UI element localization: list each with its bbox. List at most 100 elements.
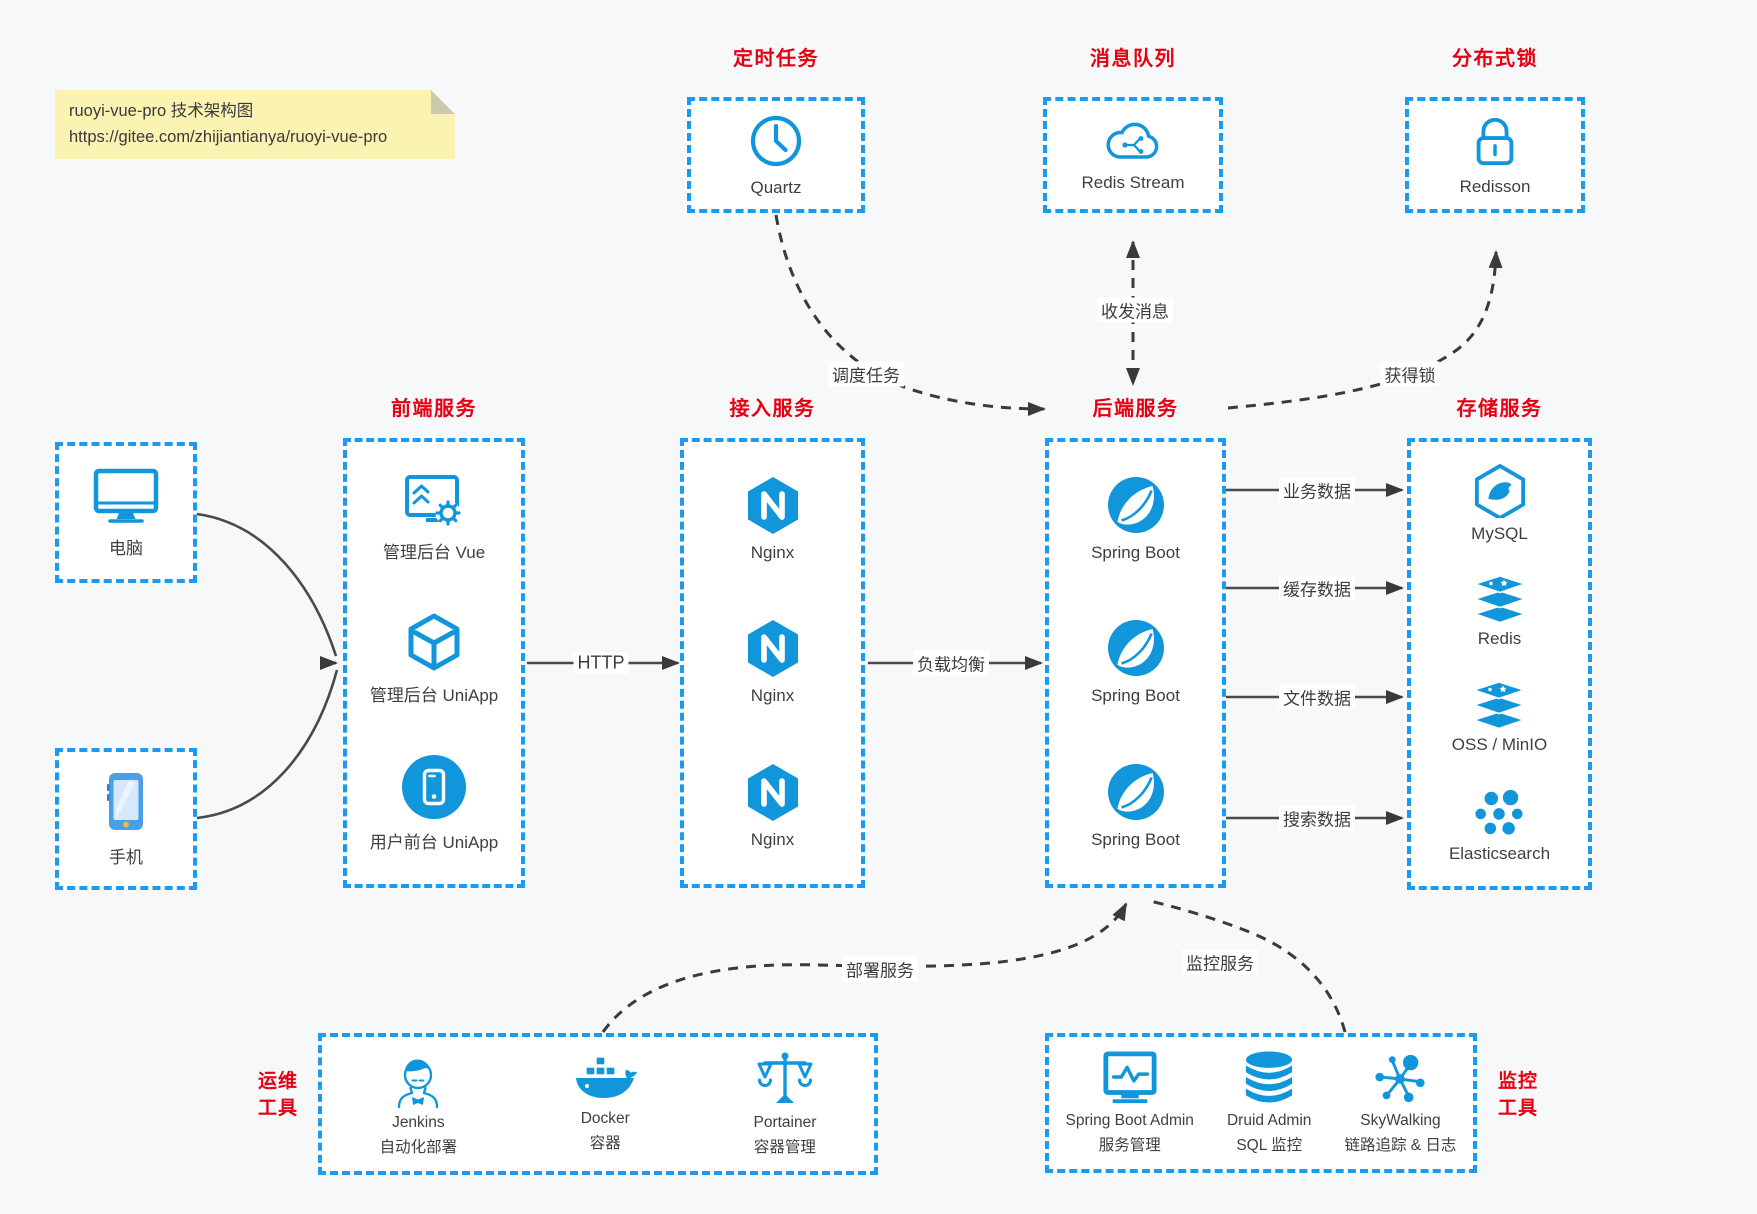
node-label: Nginx (750, 686, 795, 706)
redis-icon (1471, 575, 1528, 624)
tool-name: SkyWalking (1360, 1112, 1441, 1129)
node-redis: Redis (1471, 575, 1529, 649)
edge-label-business-data: 业务数据 (1279, 477, 1355, 503)
ops-tools-side-label: 运维 工具 (246, 1068, 310, 1122)
side-label-line: 工具 (257, 1098, 298, 1119)
cloud-mq-icon (1106, 122, 1159, 159)
node-nginx-1: Nginx (744, 476, 802, 563)
group-title: 分布式锁 (1452, 48, 1538, 70)
node-label: OSS / MinIO (1451, 734, 1548, 754)
spring-icon (1107, 477, 1164, 534)
gateway-box: Nginx Nginx Nginx (680, 438, 865, 888)
sticky-note: ruoyi-vue-pro 技术架构图 https://gitee.com/zh… (55, 90, 455, 160)
node-label: Spring Boot (1091, 686, 1180, 706)
column-title: 后端服务 (1092, 398, 1179, 420)
user-app-icon (401, 755, 466, 820)
skywalking-icon (1375, 1054, 1426, 1103)
node-label: 手机 (109, 847, 143, 867)
node-elasticsearch: Elasticsearch (1449, 786, 1550, 864)
tool-desc: 链路追踪 & 日志 (1344, 1137, 1457, 1154)
node-label: Redisson (1459, 176, 1531, 196)
column-title: 存储服务 (1456, 398, 1543, 420)
node-label: Spring Boot (1091, 543, 1180, 563)
redis-stream-node: Redis Stream (1043, 97, 1223, 213)
edge-label-load-balance: 负载均衡 (913, 650, 989, 676)
side-label-line: 工具 (1497, 1098, 1538, 1119)
node-label: Spring Boot (1091, 829, 1180, 849)
ops-tools-box: Jenkins 自动化部署 Docker 容器 P (318, 1033, 878, 1175)
tool-desc: 自动化部署 (379, 1139, 458, 1156)
sba-icon (1103, 1051, 1157, 1104)
node-label: Redis (1477, 629, 1522, 649)
node-springboot-admin: Spring Boot Admin 服务管理 (1066, 1050, 1194, 1156)
docker-icon (576, 1056, 638, 1098)
desktop-icon (93, 468, 159, 523)
group-message-queue: 消息队列 Redis Stream (1043, 46, 1223, 213)
node-druid-admin: Druid Admin SQL 监控 (1227, 1050, 1311, 1156)
connector-pc-to-frontend (196, 512, 338, 657)
monitor-tools-box: Spring Boot Admin 服务管理 Druid Admin SQL 监… (1045, 1033, 1477, 1173)
client-pc-node: 电脑 (55, 442, 197, 583)
connector-acquire-lock (1227, 250, 1503, 410)
group-title: 消息队列 (1090, 48, 1176, 70)
column-title: 前端服务 (391, 398, 477, 420)
elasticsearch-icon (1473, 788, 1526, 837)
oss-icon (1471, 680, 1528, 729)
tool-name: Jenkins (392, 1114, 445, 1131)
group-title: 定时任务 (733, 48, 819, 70)
node-label: Nginx (750, 829, 795, 849)
node-label: Elasticsearch (1448, 844, 1551, 864)
node-nginx-3: Nginx (744, 763, 802, 850)
connector-phone-to-frontend (196, 669, 339, 820)
tool-desc: SQL 监控 (1236, 1137, 1303, 1154)
edge-label-monitor: 监控服务 (1182, 949, 1258, 975)
edge-label-message: 收发消息 (1097, 297, 1173, 323)
node-skywalking: SkyWalking 链路追踪 & 日志 (1344, 1050, 1456, 1156)
node-docker: Docker 容器 (572, 1054, 638, 1154)
node-admin-vue: 管理后台 Vue (383, 473, 485, 563)
node-nginx-2: Nginx (744, 619, 802, 706)
node-oss-minio: OSS / MinIO (1451, 680, 1548, 755)
node-springboot-2: Spring Boot (1091, 619, 1180, 706)
tool-name: Spring Boot Admin (1065, 1112, 1194, 1129)
column-storage: 存储服务 MySQL Redis (1407, 396, 1592, 890)
client-phone-node: 手机 (55, 748, 197, 890)
smartphone-icon (107, 772, 143, 830)
node-label: Quartz (750, 177, 802, 197)
monitor-tools-side-label: 监控 工具 (1486, 1068, 1550, 1122)
column-backend: 后端服务 Spring Boot Spring Boot (1045, 396, 1226, 888)
quartz-node: Quartz (687, 97, 865, 213)
node-jenkins: Jenkins 自动化部署 (379, 1050, 458, 1158)
node-label: MySQL (1471, 523, 1528, 543)
node-springboot-1: Spring Boot (1091, 476, 1180, 563)
node-label: 用户前台 UniApp (369, 833, 499, 853)
connector-schedule-task (774, 214, 1046, 416)
redisson-node: Redisson (1405, 97, 1585, 213)
tool-desc: 容器 (589, 1135, 621, 1152)
portainer-icon (757, 1052, 813, 1103)
column-frontend: 前端服务 管理后台 Vue 管理后台 UniApp (343, 396, 525, 888)
admin-vue-icon (405, 474, 461, 526)
node-mysql: MySQL (1471, 463, 1528, 544)
tool-name: Druid Admin (1226, 1112, 1312, 1129)
edge-label-deploy: 部署服务 (842, 956, 918, 982)
jenkins-icon (398, 1059, 439, 1108)
spring-icon (1107, 763, 1164, 820)
column-title: 接入服务 (729, 398, 816, 420)
column-gateway: 接入服务 Nginx Nginx (680, 396, 865, 888)
spring-icon (1107, 620, 1164, 677)
edge-label-search-data: 搜索数据 (1279, 805, 1355, 831)
lock-icon (1476, 117, 1514, 165)
nginx-icon (747, 763, 798, 821)
node-springboot-3: Spring Boot (1091, 763, 1180, 850)
frontend-box: 管理后台 Vue 管理后台 UniApp 用户前台 UniApp (343, 438, 525, 888)
node-user-uniapp: 用户前台 UniApp (370, 755, 498, 853)
uniapp-cube-icon (408, 613, 460, 671)
node-admin-uniapp: 管理后台 UniApp (370, 612, 498, 706)
side-label-line: 运维 (257, 1071, 298, 1092)
node-label: Nginx (750, 543, 795, 563)
edge-label-cache-data: 缓存数据 (1279, 575, 1355, 601)
note-title: ruoyi-vue-pro 技术架构图 (69, 102, 254, 120)
tool-name: Portainer (753, 1114, 817, 1131)
